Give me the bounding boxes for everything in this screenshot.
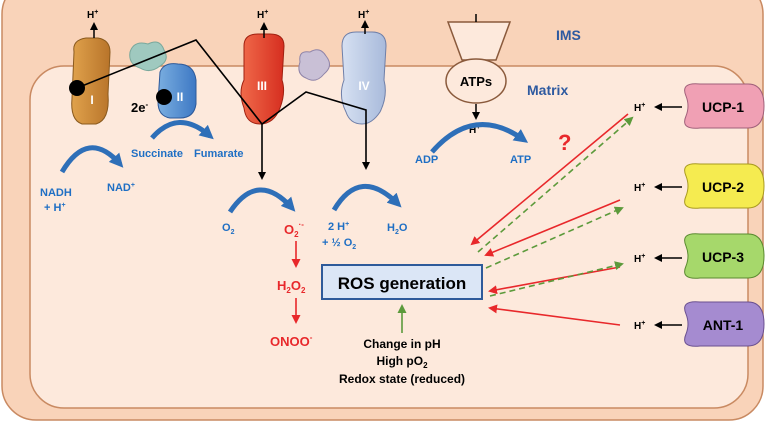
ims-label: IMS <box>556 27 581 43</box>
atp-synthase-stalk <box>446 21 512 61</box>
succinate-label: Succinate <box>131 148 183 160</box>
ant1-red-arrow <box>488 304 621 326</box>
oxygen-label: O2 <box>222 222 235 236</box>
matrix-label: Matrix <box>527 82 568 98</box>
atp-synthase-label: ATPs <box>460 74 492 89</box>
superoxide-arrow <box>227 187 296 214</box>
water-reactants-line2: + ½ O2 <box>322 237 356 251</box>
ucp2-protein: UCP-2 <box>684 163 765 209</box>
superoxide-label: O2·- <box>284 220 304 239</box>
peroxynitrite-label: ONOO- <box>270 333 313 349</box>
ucp2-green-arrow <box>485 206 624 269</box>
atp-synthase-proton: H+ <box>469 124 480 136</box>
ucp1-label: UCP-1 <box>702 99 744 115</box>
ucp3-proton: H+ <box>634 253 645 265</box>
complex-i-proton: H+ <box>87 9 98 21</box>
complex-i <box>71 37 111 125</box>
ucp3-green-arrow <box>489 261 624 297</box>
nadh-arrow <box>59 145 124 174</box>
atp-label: ATP <box>510 154 531 166</box>
conditions-line2: High pO2 <box>376 354 428 370</box>
complex-iii-label: III <box>257 79 267 93</box>
conditions-line3: Redox state (reduced) <box>339 372 465 386</box>
conditions-line1: Change in pH <box>363 337 440 351</box>
ros-generation-box <box>321 264 483 300</box>
h2o2-label: H2O2 <box>277 278 306 295</box>
atp-arrow <box>430 122 529 154</box>
ucp2-proton: H+ <box>634 182 645 194</box>
complex-ii-site <box>156 89 172 105</box>
ros-generation-label: ROS generation <box>338 274 466 293</box>
ant1-proton: H+ <box>634 320 645 332</box>
water-arrow <box>331 184 402 212</box>
fumarate-label: Fumarate <box>194 148 244 160</box>
nadh-proton-label: + H+ <box>44 202 66 214</box>
atp-synthase <box>445 58 507 104</box>
water-product-label: H2O <box>387 222 408 236</box>
adp-label: ADP <box>415 154 438 166</box>
ucp1-green-arrow <box>477 116 634 253</box>
nadh-label: NADH <box>40 187 72 199</box>
complex-i-label: I <box>90 93 93 107</box>
ucp3-red-arrow <box>488 266 621 295</box>
ucp3-label: UCP-3 <box>702 249 744 265</box>
complex-iv-label: IV <box>358 79 369 93</box>
ucp2-label: UCP-2 <box>702 179 744 195</box>
electrons-label: 2e- <box>131 100 148 115</box>
ucp3-protein: UCP-3 <box>684 233 765 279</box>
nad-label: NAD+ <box>107 182 135 194</box>
succinate-arrow <box>150 120 214 140</box>
complex-iv <box>340 31 387 125</box>
electron-path <box>76 39 370 170</box>
ant1-protein: ANT-1 <box>684 301 765 347</box>
ucp2-red-arrow <box>484 199 621 257</box>
ucp1-red-arrow <box>470 113 629 246</box>
ant1-label: ANT-1 <box>703 317 744 333</box>
complex-iii-proton: H+ <box>257 9 268 21</box>
complex-iv-proton: H+ <box>358 9 369 21</box>
cytochrome-c-blob <box>298 49 330 81</box>
question-mark: ? <box>558 130 571 155</box>
ucp1-protein: UCP-1 <box>684 83 765 129</box>
ucp1-proton: H+ <box>634 102 645 114</box>
complex-ii <box>157 63 197 119</box>
water-reactants-line1: 2 H+ <box>328 221 349 233</box>
complex-ii-label: II <box>177 90 184 104</box>
